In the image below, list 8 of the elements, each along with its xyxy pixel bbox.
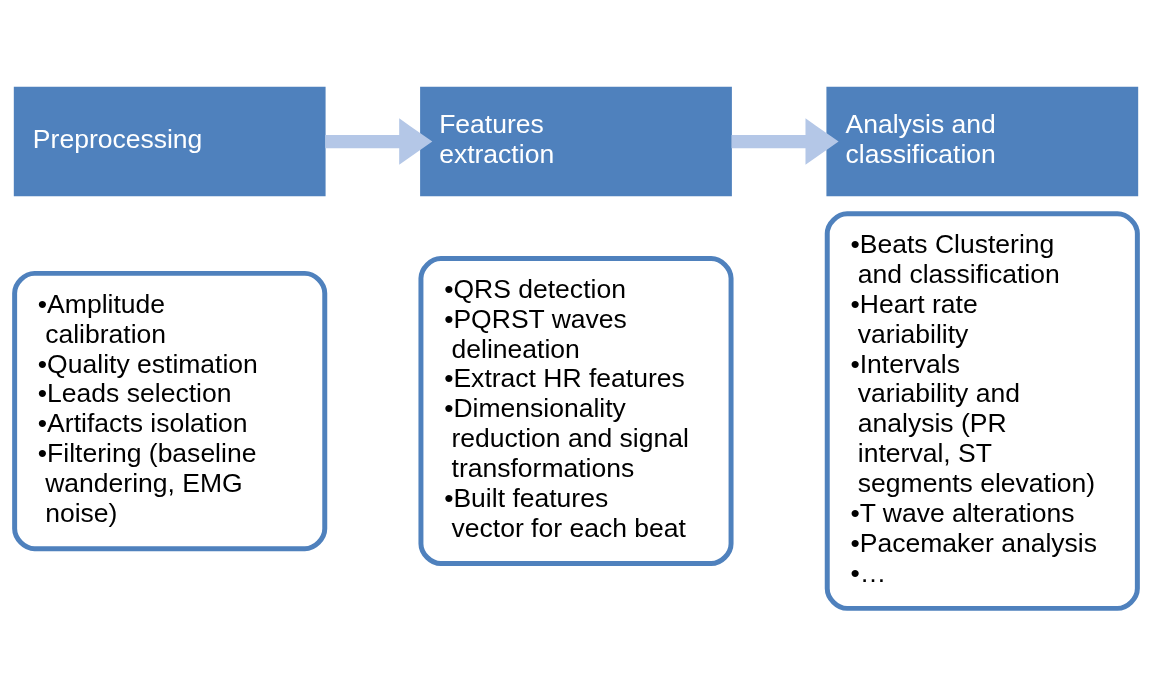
node-box: •Beats Clustering and classification •Heart rate variability •Intervals variability and analysis (PR interval, ST segments elevation) •T wave alterations •Pacemaker analysis •… (824, 210, 1140, 611)
node-box: •QRS detection •PQRST waves delineation •Extract HR features •Dimensionality reduction and signal transformations •Built features vector for each beat (418, 255, 734, 566)
node-box: Features extraction (420, 86, 732, 196)
node-box: Analysis and classification (826, 86, 1139, 196)
node-box: •Amplitude calibration •Quality estimation •Leads selection •Artifacts isolation •Filtering (baseline wandering, EMG noise) (12, 270, 328, 551)
node-box: Preprocessing (13, 86, 326, 196)
arrow (731, 117, 839, 165)
arrow (325, 117, 433, 165)
